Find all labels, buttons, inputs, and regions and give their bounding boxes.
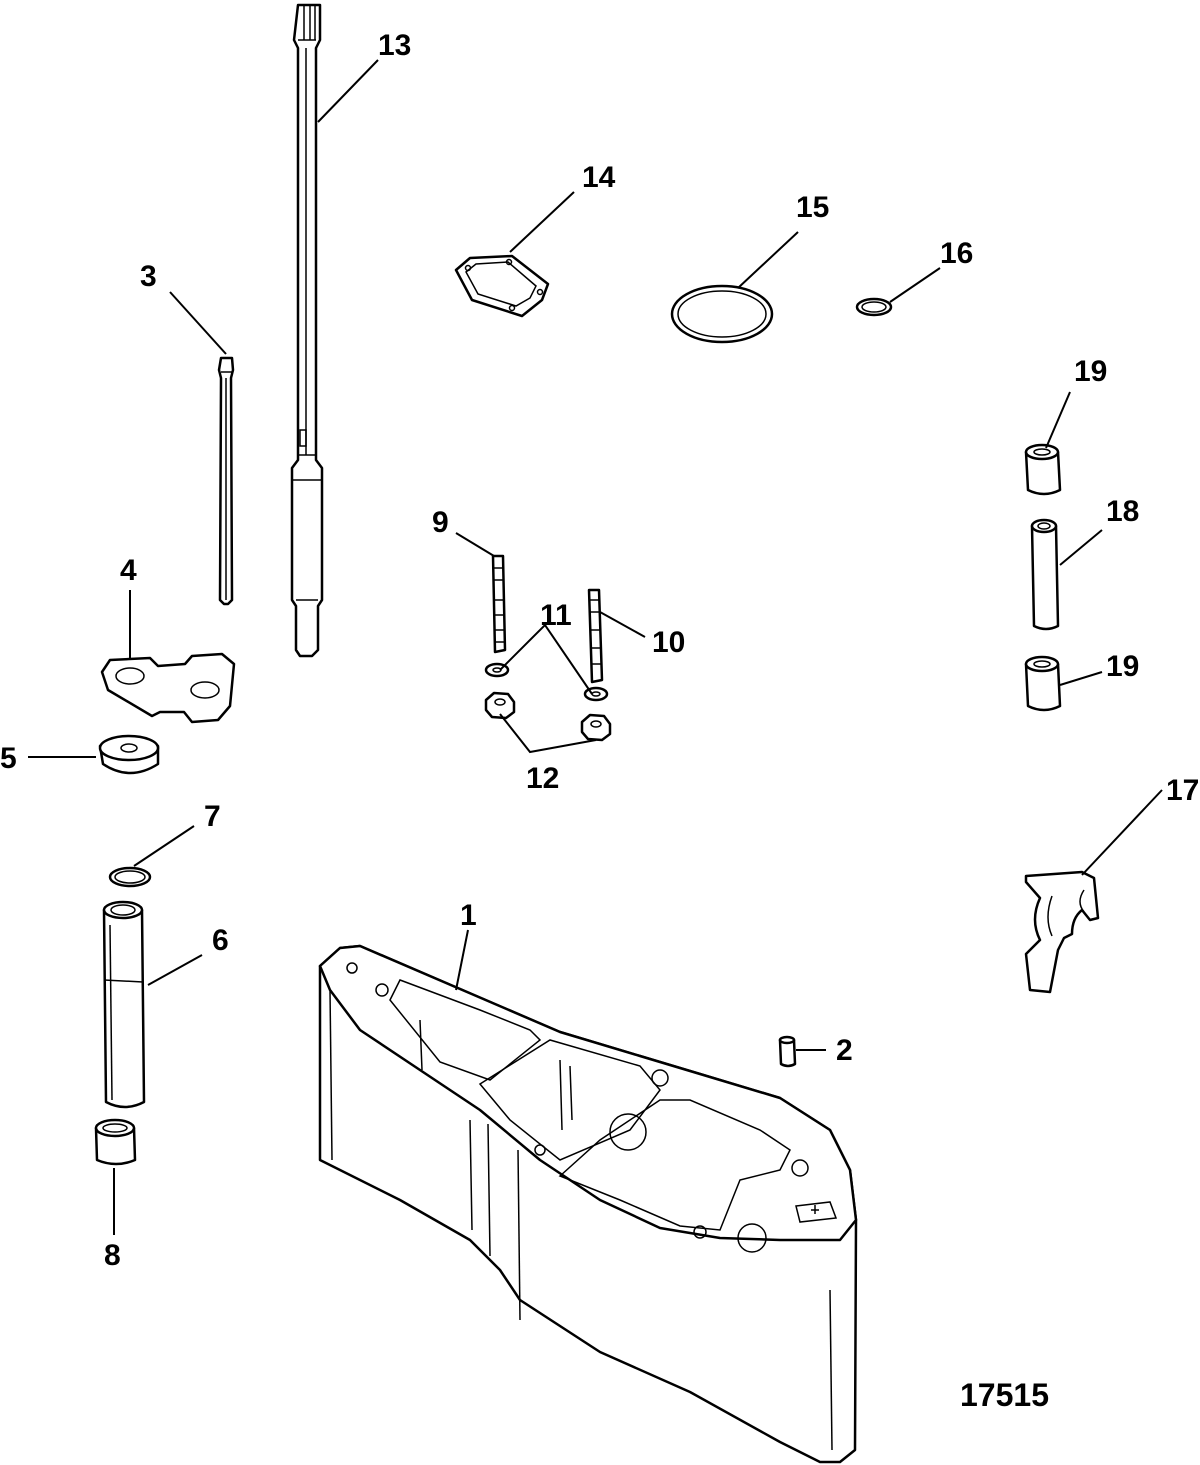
part-15-large-o-ring — [670, 284, 774, 344]
part-10-stud — [587, 588, 604, 684]
callout-19-upper: 19 — [1074, 355, 1107, 388]
callout-16: 16 — [940, 237, 973, 270]
part-6-tube — [102, 900, 146, 1109]
callout-7: 7 — [204, 800, 221, 833]
callout-11: 11 — [540, 599, 572, 632]
callout-8: 8 — [104, 1239, 121, 1272]
part-2-dowel-pin — [778, 1035, 797, 1068]
callout-12: 12 — [526, 762, 559, 795]
part-1-housing — [318, 944, 858, 1464]
callout-9: 9 — [432, 506, 449, 539]
part-14-gasket — [454, 254, 550, 318]
callout-1: 1 — [460, 899, 477, 932]
part-18-tube — [1030, 518, 1060, 631]
part-5-bushing — [98, 734, 160, 775]
callout-19-lower: 19 — [1106, 650, 1139, 683]
part-4-bracket-plate — [100, 652, 236, 724]
part-19-bushing-upper — [1024, 443, 1062, 496]
part-12-nuts — [484, 691, 612, 742]
part-19-bushing-lower — [1024, 655, 1062, 712]
callout-5: 5 — [0, 742, 17, 775]
callout-18: 18 — [1106, 495, 1139, 528]
part-8-sleeve — [94, 1118, 137, 1166]
reference-number: 17515 — [960, 1377, 1049, 1413]
part-3-shift-shaft — [217, 356, 235, 606]
part-9-stud — [491, 554, 507, 654]
part-7-o-ring — [108, 866, 152, 888]
callout-17: 17 — [1166, 774, 1199, 807]
callout-10: 10 — [652, 626, 685, 659]
callout-15: 15 — [796, 191, 829, 224]
callout-labels: 13 3 4 5 7 6 8 9 11 10 12 14 15 16 19 18… — [0, 29, 1199, 1413]
part-13-driveshaft — [290, 3, 324, 658]
callout-4: 4 — [120, 554, 137, 587]
callout-14: 14 — [582, 161, 616, 194]
callout-6: 6 — [212, 924, 229, 957]
callout-3: 3 — [140, 260, 157, 293]
callout-2: 2 — [836, 1034, 853, 1067]
leader-lines — [28, 59, 1163, 1235]
callout-13: 13 — [378, 29, 411, 62]
part-17-bracket — [1024, 870, 1100, 994]
part-16-small-o-ring — [855, 297, 893, 317]
